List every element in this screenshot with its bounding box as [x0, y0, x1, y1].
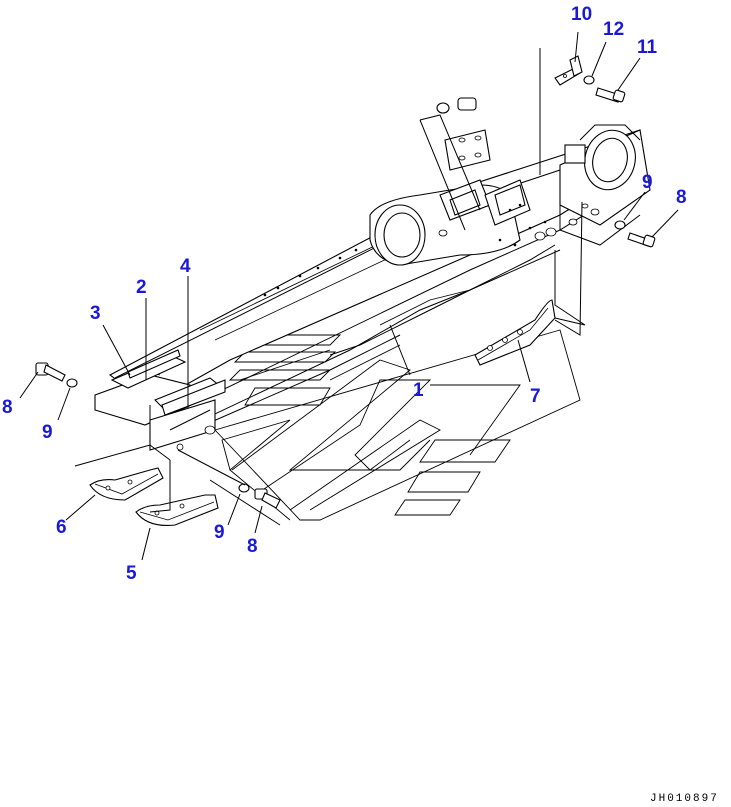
washer-12: [583, 75, 595, 85]
track-frame: [94, 97, 651, 451]
callout-labels: 10 12 11 9 8 4 2 3 1 7 8 9 6 9 8 5: [2, 4, 687, 584]
bracket-10: [554, 55, 583, 86]
callout-1: 1: [413, 380, 424, 401]
callout-6: 6: [56, 517, 67, 538]
leader-lines: [19, 31, 679, 561]
washer-9-rear: [614, 220, 626, 230]
bolt-8-bottom: [254, 488, 281, 509]
washer-9-bottom: [238, 483, 250, 493]
bolt-11: [595, 87, 626, 103]
callout-8-bottom: 8: [247, 536, 258, 557]
guard-6: [89, 467, 164, 501]
ghost-panel-outline: [214, 329, 581, 521]
callout-9-bottom: 9: [214, 522, 225, 543]
callout-10: 10: [571, 4, 592, 25]
callout-5: 5: [126, 563, 137, 584]
guard-7: [474, 299, 556, 366]
drawing-code: JH010897: [650, 793, 719, 805]
callout-11: 11: [637, 37, 658, 58]
callout-9-rear: 9: [642, 172, 653, 193]
callout-8-front: 8: [2, 397, 13, 418]
callout-12: 12: [603, 19, 624, 40]
callout-7: 7: [530, 386, 541, 407]
bolt-8-rear: [627, 232, 656, 248]
callout-4: 4: [180, 256, 191, 277]
callout-9-front: 9: [42, 422, 53, 443]
washer-9-front: [66, 378, 78, 388]
guard-5: [135, 494, 219, 527]
callout-3: 3: [90, 303, 101, 324]
bolt-8-front: [35, 362, 66, 382]
callout-8-rear: 8: [676, 187, 687, 208]
guard-plates: [110, 349, 226, 451]
callout-2: 2: [136, 277, 147, 298]
